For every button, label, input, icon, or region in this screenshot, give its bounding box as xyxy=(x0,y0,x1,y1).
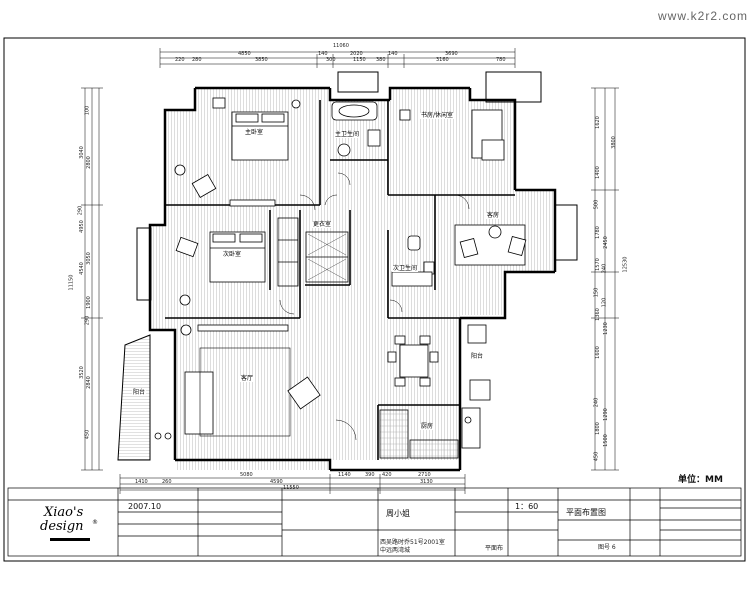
logo-line2: design xyxy=(40,519,84,534)
title-block-project-name: 中远两湾城 xyxy=(380,547,411,554)
dim-right-k: 1360 xyxy=(594,308,601,321)
dim-bottom-b: 1140 xyxy=(338,472,351,478)
dim-left-h: 1900 xyxy=(85,296,92,309)
dim-right-j: 120 xyxy=(601,297,608,308)
logo-line1: Xiao's xyxy=(44,505,84,520)
dim-right-e: 1780 xyxy=(594,226,601,239)
floor-hatch-area xyxy=(150,88,555,470)
dim-top-g: 280 xyxy=(192,57,202,63)
dim-left-k: 100 xyxy=(84,105,91,116)
dim-right-r: 450 xyxy=(593,451,600,462)
dim-left-l: 450 xyxy=(84,429,91,440)
dim-left-i: 3520 xyxy=(78,366,85,379)
dim-right-b: 3800 xyxy=(610,136,617,149)
dim-top-k: 380 xyxy=(376,57,386,63)
title-block-date: 2007.10 xyxy=(128,502,162,511)
dim-left-j: 2840 xyxy=(85,376,92,389)
dim-left-c: 290 xyxy=(77,205,84,216)
title-block-scale: 1：60 xyxy=(515,502,539,511)
dim-left-a: 3040 xyxy=(78,146,85,159)
room-label-living-room: 客厅 xyxy=(240,375,255,382)
title-block-sheet-title: 平面布置图 xyxy=(566,508,606,517)
dim-right-h: 240 xyxy=(601,263,608,274)
unit-label: 单位：MM xyxy=(678,475,723,485)
dim-right-g: 1570 xyxy=(594,258,601,271)
logo-registered-mark: ® xyxy=(92,519,98,526)
room-label-guest-room: 客房 xyxy=(486,212,501,219)
room-label-master-bedroom: 主卧室 xyxy=(244,129,265,136)
dim-right-n: 240 xyxy=(593,397,600,408)
room-label-study: 书房/休闲室 xyxy=(420,112,455,119)
dim-left-e: 3050 xyxy=(85,252,92,265)
dim-top-j: 1150 xyxy=(353,57,366,63)
dim-right-o: 1290 xyxy=(602,408,609,421)
dim-bottom-overall: 11550 xyxy=(283,485,299,491)
dim-right-i: 150 xyxy=(593,287,600,298)
dim-top-b: 140 xyxy=(318,51,328,57)
dim-bottom-d: 420 xyxy=(382,472,392,478)
dim-left-b: 2800 xyxy=(85,156,92,169)
room-label-balcony-right: 阳台 xyxy=(470,353,485,360)
dim-bottom-e: 2710 xyxy=(418,472,431,478)
title-block-project-address: 西吴路时乔51号2001室 xyxy=(380,539,445,546)
watermark-text: www.k2r2.com xyxy=(658,9,749,23)
dim-top-m: 780 xyxy=(496,57,506,63)
dim-left-d: 4950 xyxy=(78,220,85,233)
room-label-closet: 更衣室 xyxy=(312,221,333,228)
dim-bottom-i: 3130 xyxy=(420,479,433,485)
dim-left-overall: 11150 xyxy=(68,274,75,291)
dim-right-overall: 12530 xyxy=(622,256,629,273)
logo-underline xyxy=(50,538,90,541)
dim-bottom-h: 4590 xyxy=(270,479,283,485)
dim-top-e: 3690 xyxy=(445,51,458,57)
dim-top-c: 2020 xyxy=(350,51,363,57)
dim-right-a: 1620 xyxy=(594,116,601,129)
dim-top-i: 300 xyxy=(326,57,336,63)
title-block-drawing-name: 平面布 xyxy=(485,545,504,552)
title-block-sheet-number: 图号 6 xyxy=(598,544,616,551)
room-label-secondary-bath: 次卫生间 xyxy=(392,265,419,272)
dim-right-p: 1800 xyxy=(594,422,601,435)
dim-right-d: 500 xyxy=(593,199,600,210)
dim-right-m: 1600 xyxy=(594,346,601,359)
dim-bottom-c: 390 xyxy=(365,472,375,478)
dim-bottom-a: 5080 xyxy=(240,472,253,478)
dim-top-a: 4850 xyxy=(238,51,251,57)
title-block-grid xyxy=(7,487,742,557)
dim-top-d: 140 xyxy=(388,51,398,57)
dim-right-l: 1230 xyxy=(602,322,609,335)
dim-right-c: 1400 xyxy=(594,166,601,179)
dim-left-g: 290 xyxy=(84,315,91,326)
company-logo: Xiao's design ® xyxy=(30,504,105,550)
dim-right-f: 2450 xyxy=(602,236,609,249)
dim-bottom-f: 1410 xyxy=(135,479,148,485)
title-block-designer: 周小姐 xyxy=(386,509,410,518)
dim-right-q: 1500 xyxy=(602,434,609,447)
dim-top-overall: 11060 xyxy=(333,43,349,49)
room-label-balcony-left: 阳台 xyxy=(132,389,147,396)
room-label-second-bedroom: 次卧室 xyxy=(222,251,243,258)
dim-bottom-g: 260 xyxy=(162,479,172,485)
dim-left-f: 4540 xyxy=(78,262,85,275)
room-label-master-bath: 主卫生间 xyxy=(334,131,361,138)
dim-top-h: 3850 xyxy=(255,57,268,63)
dim-top-f: 220 xyxy=(175,57,185,63)
dim-top-l: 3160 xyxy=(436,57,449,63)
room-label-kitchen: 厨房 xyxy=(420,423,435,430)
